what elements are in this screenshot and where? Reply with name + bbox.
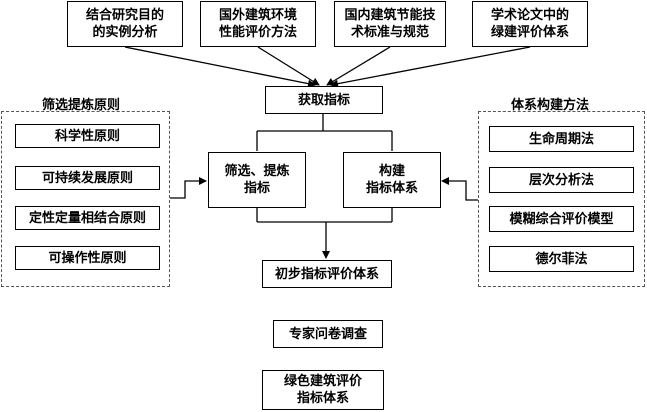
method-item-1: 生命周期法 (489, 126, 634, 152)
merge-lines (256, 208, 393, 223)
source-academic-papers: 学术论文中的 绿建评价体系 (472, 1, 588, 47)
split-lines (256, 114, 393, 151)
principle-item-2: 可持续发展原则 (15, 166, 160, 190)
source-case-analysis: 结合研究目的 的实例分析 (67, 1, 183, 47)
methods-group (478, 111, 645, 287)
method-item-2: 层次分析法 (489, 167, 634, 193)
arrow-source-1 (124, 46, 316, 88)
arrow-principles (170, 177, 207, 199)
principle-item-3: 定性定量相结合原则 (15, 206, 160, 230)
methods-title: 体系构建方法 (511, 98, 590, 113)
preliminary-system-box: 初步指标评价体系 (262, 260, 392, 288)
principles-title: 筛选提炼原则 (42, 98, 121, 113)
principle-item-1: 科学性原则 (15, 124, 160, 148)
construct-system-box: 构建 指标体系 (343, 152, 441, 208)
method-item-3: 模糊综合评价模型 (489, 206, 634, 232)
expert-survey-box: 专家问卷调查 (273, 320, 383, 348)
arrow-source-3 (326, 46, 391, 86)
final-system-box: 绿色建筑评价 指标体系 (262, 370, 384, 410)
acquire-indicators-box: 获取指标 (265, 86, 383, 114)
principles-group (1, 111, 170, 287)
screen-indicators-box: 筛选、提炼 指标 (208, 152, 306, 208)
source-foreign-methods: 国外建筑环境 性能评价方法 (200, 1, 316, 47)
method-item-4: 德尔菲法 (489, 246, 634, 272)
source-domestic-standards: 国内建筑节能技 术标准与规范 (334, 1, 446, 47)
arrow-source-4 (330, 46, 531, 88)
arrow-methods (441, 177, 478, 201)
arrow-source-2 (257, 46, 320, 86)
principle-item-4: 可操作性原则 (15, 246, 160, 270)
